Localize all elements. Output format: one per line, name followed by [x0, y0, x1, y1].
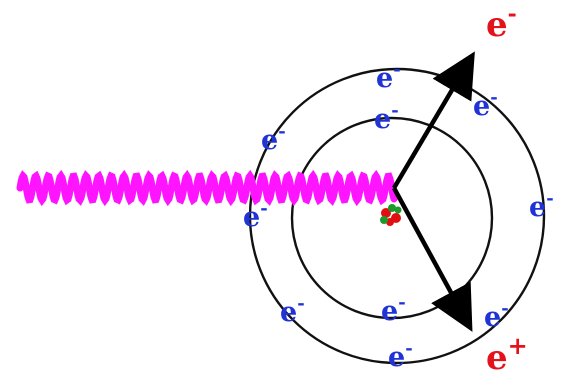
electron-label: e-: [243, 198, 268, 233]
electron-label: e-: [374, 100, 399, 135]
bound-electrons: e- e- e- e- e- e- e- e- e- e-: [243, 59, 554, 373]
electron-label: e-: [529, 188, 554, 223]
electron-label: e-: [388, 338, 413, 373]
electron-label: e-: [261, 121, 286, 156]
electron-label: e-: [484, 298, 509, 333]
emitted-positron-label: e+: [486, 331, 528, 375]
incoming-photon: [16, 169, 398, 207]
electron-label: e-: [381, 292, 406, 327]
electron-label: e-: [473, 87, 498, 122]
positron-trajectory-arrow: [392, 186, 473, 332]
outer-orbit: [248, 67, 546, 365]
electron-label: e-: [280, 293, 305, 328]
emitted-electron-label: e-: [486, 1, 517, 45]
nucleus: [380, 204, 402, 226]
electron-trajectory-arrow: [392, 51, 475, 190]
inner-orbit: [290, 116, 494, 320]
electron-label: e-: [376, 59, 401, 94]
